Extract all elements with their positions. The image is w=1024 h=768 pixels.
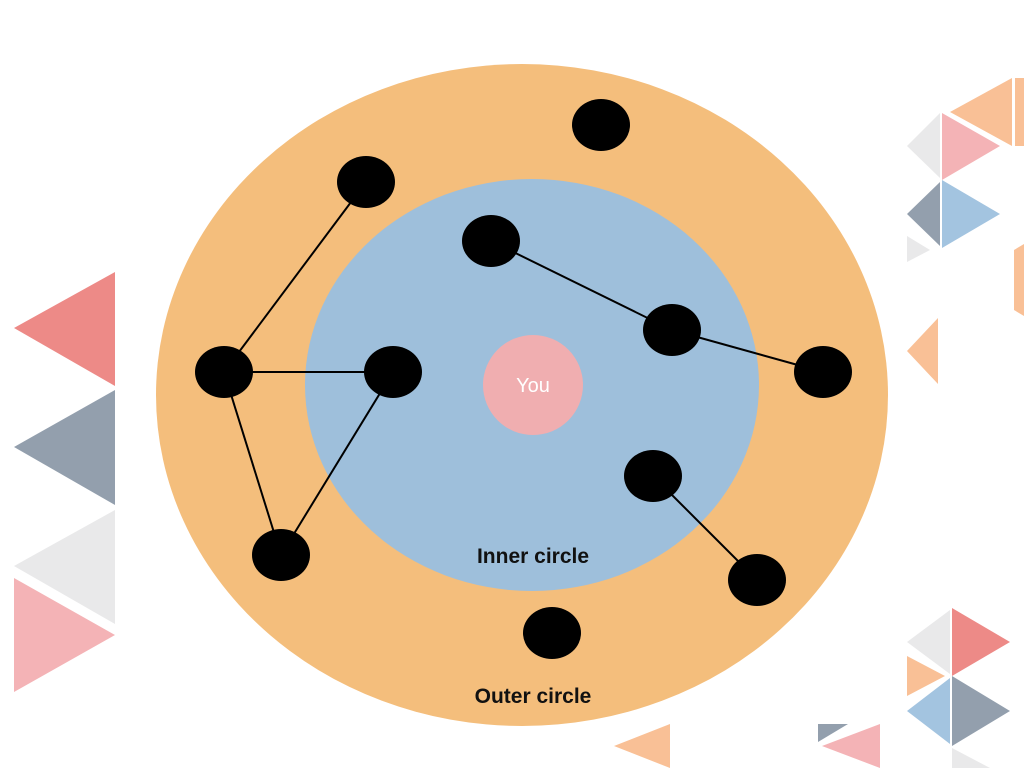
- decor-triangle-light: [907, 236, 930, 262]
- decor-triangle-light: [952, 748, 990, 768]
- decor-triangle-slate: [907, 182, 940, 246]
- inner-circle-label: Inner circle: [477, 545, 589, 568]
- person-node-n7: [794, 346, 852, 398]
- person-node-n4: [195, 346, 253, 398]
- person-node-n1: [572, 99, 630, 151]
- decor-triangle-blue: [907, 678, 950, 744]
- edge-n2-n4: [223, 181, 367, 373]
- outer-circle-label: Outer circle: [475, 685, 592, 708]
- decor-triangle-pink: [942, 113, 1000, 180]
- decor-triangle-peach: [907, 318, 938, 384]
- decor-triangle-pink: [822, 724, 880, 768]
- decor-triangle-peach: [907, 656, 945, 696]
- person-node-n11: [523, 607, 581, 659]
- decor-triangle-pink: [14, 578, 115, 692]
- decor-right-top-triangles: [907, 78, 1024, 384]
- person-node-n9: [624, 450, 682, 502]
- decor-triangle-peach: [1014, 244, 1024, 316]
- decor-triangle-peach: [614, 724, 670, 768]
- person-node-n6: [643, 304, 701, 356]
- person-nodes: [195, 99, 852, 659]
- edge-n5-n8: [280, 371, 394, 556]
- decor-triangle-slate: [952, 676, 1010, 746]
- decor-triangle-light: [907, 113, 940, 178]
- decor-triangle-light: [907, 610, 950, 674]
- decor-triangle-slate: [14, 390, 115, 505]
- decor-right-bottom-triangles: [614, 608, 1010, 768]
- decor-triangle-red: [952, 608, 1010, 676]
- decor-left-triangles: [14, 272, 115, 692]
- decor-triangle-peach: [950, 78, 1012, 146]
- decor-triangle-red: [14, 272, 115, 386]
- you-circle: [483, 335, 583, 435]
- edge-n3-n6: [490, 240, 673, 331]
- decor-triangle-peach: [1015, 78, 1024, 146]
- person-node-n10: [728, 554, 786, 606]
- decor-triangle-slate: [818, 724, 848, 742]
- person-node-n5: [364, 346, 422, 398]
- decor-triangle-blue: [942, 180, 1000, 248]
- decor-triangle-light: [14, 510, 115, 624]
- edge-n4-n8: [223, 371, 282, 556]
- person-node-n3: [462, 215, 520, 267]
- center-label: You: [516, 375, 550, 397]
- person-node-n2: [337, 156, 395, 208]
- person-node-n8: [252, 529, 310, 581]
